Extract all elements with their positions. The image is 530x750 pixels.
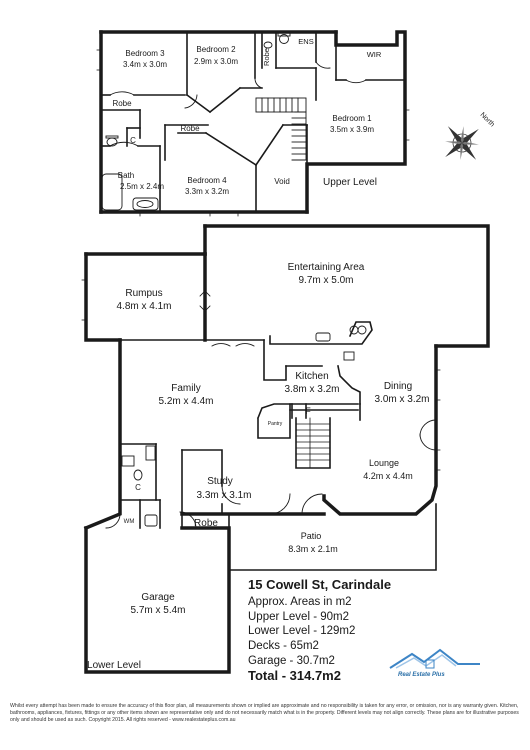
lower-level-area: Lower Level - 129m2 bbox=[248, 625, 356, 638]
rumpus-label: Rumpus bbox=[125, 288, 162, 299]
lower-level-inner-walls bbox=[119, 321, 373, 529]
decks-area: Decks - 65m2 bbox=[248, 640, 319, 653]
study-size: 3.3m x 3.1m bbox=[196, 490, 251, 501]
upper-fixtures bbox=[101, 32, 367, 211]
logo-text: Real Estate Plus bbox=[398, 672, 445, 678]
lounge-size: 4.2m x 4.4m bbox=[363, 471, 413, 481]
pantry-label: Pantry bbox=[268, 421, 283, 427]
bedroom3-label: Bedroom 3 bbox=[125, 49, 165, 58]
bath-label: Bath bbox=[118, 171, 134, 180]
upper-level-inner-walls bbox=[100, 31, 406, 213]
lower-level-label: Lower Level bbox=[87, 660, 141, 671]
bedroom2-size: 2.9m x 3.0m bbox=[194, 57, 238, 66]
upper-level-walls bbox=[99, 30, 407, 214]
robe-b2-label: Robe bbox=[262, 48, 271, 66]
dining-size: 3.0m x 3.2m bbox=[374, 394, 429, 405]
lower-fixtures bbox=[105, 325, 437, 529]
patio-outline bbox=[228, 503, 437, 571]
family-size: 5.2m x 4.4m bbox=[158, 396, 213, 407]
c-upper-label: C bbox=[130, 136, 136, 145]
approx-areas: Approx. Areas in m2 bbox=[248, 595, 352, 608]
robe-study-label: Robe bbox=[194, 518, 218, 529]
kitchen-size: 3.8m x 3.2m bbox=[284, 384, 339, 395]
rumpus-size: 4.8m x 4.1m bbox=[116, 301, 171, 312]
fridge-label: F bbox=[305, 406, 311, 416]
garage-area: Garage - 30.7m2 bbox=[248, 654, 335, 667]
bedroom3-size: 3.4m x 3.0m bbox=[123, 60, 167, 69]
total-area: Total - 314.7m2 bbox=[248, 667, 341, 683]
property-info: 15 Cowell St, Carindale Approx. Areas in… bbox=[248, 577, 448, 684]
family-label: Family bbox=[171, 383, 200, 394]
room-labels: Bedroom 3 3.4m x 3.0m Bedroom 2 2.9m x 3… bbox=[87, 37, 429, 671]
window-marks bbox=[81, 49, 441, 471]
patio-size: 8.3m x 2.1m bbox=[288, 544, 338, 554]
disclaimer: Whilst every attempt has been made to en… bbox=[10, 703, 519, 723]
garage-size: 5.7m x 5.4m bbox=[130, 605, 185, 616]
upper-stairs bbox=[255, 97, 307, 161]
entertaining-size: 9.7m x 5.0m bbox=[298, 275, 353, 286]
compass-north-label: North bbox=[479, 111, 496, 128]
patio-label: Patio bbox=[301, 531, 322, 541]
kitchen-label: Kitchen bbox=[295, 371, 328, 382]
property-address: 15 Cowell St, Carindale bbox=[248, 577, 392, 592]
bath-size: 2.5m x 2.4m bbox=[120, 182, 164, 191]
wm-label: WM bbox=[124, 519, 135, 525]
void-label: Void bbox=[274, 177, 290, 186]
bedroom1-size: 3.5m x 3.9m bbox=[330, 125, 374, 134]
wir-label: WIR bbox=[367, 50, 382, 59]
robe-hall-label: Robe bbox=[112, 99, 132, 108]
bedroom2-label: Bedroom 2 bbox=[196, 45, 236, 54]
lounge-label: Lounge bbox=[369, 458, 399, 468]
upper-level-area: Upper Level - 90m2 bbox=[248, 610, 349, 623]
entertaining-posts bbox=[199, 257, 211, 319]
bedroom4-label: Bedroom 4 bbox=[187, 176, 227, 185]
logo-icon bbox=[389, 648, 480, 669]
robe-b4-label: Robe bbox=[180, 124, 200, 133]
ens-label: ENS bbox=[298, 37, 313, 46]
study-label: Study bbox=[207, 476, 233, 487]
bedroom4-size: 3.3m x 3.2m bbox=[185, 187, 229, 196]
bedroom1-label: Bedroom 1 bbox=[332, 114, 372, 123]
compass-rose-icon bbox=[445, 126, 479, 160]
c-lower-label: C bbox=[135, 483, 141, 492]
entertaining-label: Entertaining Area bbox=[288, 262, 365, 273]
garage-label: Garage bbox=[141, 592, 175, 603]
lower-stairs bbox=[295, 417, 331, 469]
dining-label: Dining bbox=[384, 381, 412, 392]
upper-level-label: Upper Level bbox=[323, 177, 377, 188]
